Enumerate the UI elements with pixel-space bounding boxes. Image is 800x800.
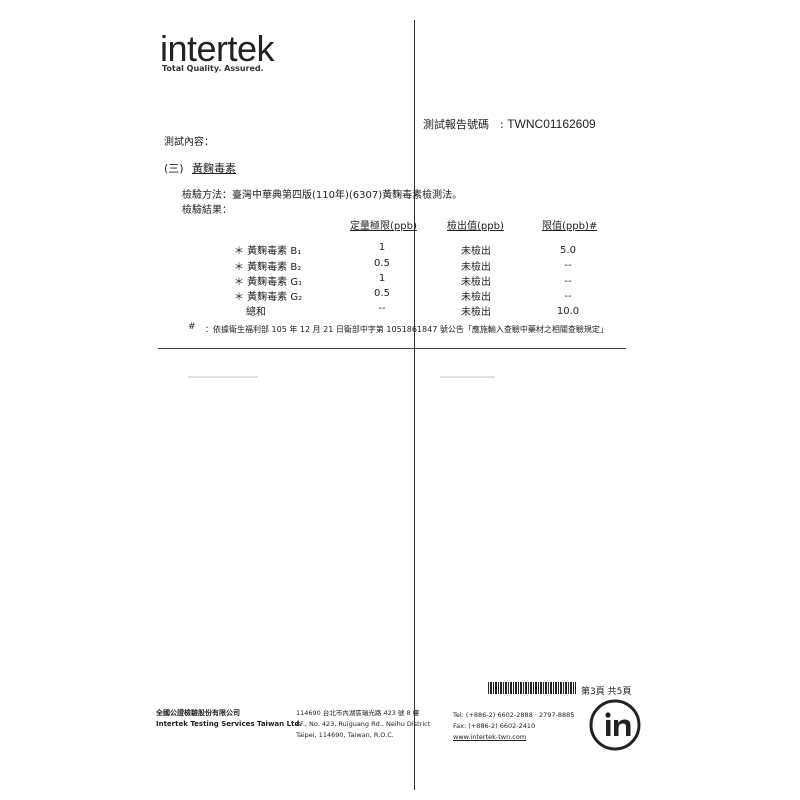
row-detected: 未檢出 xyxy=(461,307,491,318)
scan-smudge xyxy=(440,376,495,378)
test-method: 檢驗方法：臺灣中華典第四版(110年)(6307)黃麴毒素檢測法。 xyxy=(182,190,463,201)
page-number: 第3頁 共5頁 xyxy=(581,687,632,697)
row-name: ＊ 黃麴毒素 B₁ xyxy=(234,246,302,257)
row-detected: 未檢出 xyxy=(461,277,491,288)
section-title: 黃麴毒素 xyxy=(192,162,236,175)
row-name: ＊ 黃麴毒素 G₁ xyxy=(234,277,303,288)
row-loq: 0.5 xyxy=(374,288,390,299)
report-number-label: 測試報告號碼 : xyxy=(423,118,504,131)
row-name: ＊ 黃麴毒素 B₂ xyxy=(234,262,302,273)
test-content-label: 測試內容： xyxy=(164,137,214,148)
report-number: TWNC01162609 xyxy=(507,117,596,131)
brand-tagline: Total Quality. Assured. xyxy=(162,64,264,73)
barcode xyxy=(488,682,576,694)
row-limit: 10.0 xyxy=(556,306,580,317)
row-detected: 未檢出 xyxy=(461,246,491,257)
row-limit: -- xyxy=(564,260,572,271)
row-limit: -- xyxy=(564,291,572,302)
address-en-line1: 8F., No. 423, Ruiguang Rd., Neihu Distri… xyxy=(296,720,431,728)
row-loq: 0.5 xyxy=(374,258,390,269)
footer-contact: Tel: (+886-2) 6602-2888 · 2797-8885 Fax:… xyxy=(453,710,574,743)
section-number: (三) xyxy=(164,162,184,175)
divider xyxy=(158,348,626,349)
intertek-in-icon xyxy=(588,698,642,752)
row-detected: 未檢出 xyxy=(461,262,491,273)
website: www.intertek-twn.com xyxy=(453,733,527,741)
results-label: 檢驗結果： xyxy=(182,205,232,216)
footer-company: 全國公證檢驗股份有限公司 Intertek Testing Services T… xyxy=(156,708,302,730)
header-limit: 限值(ppb)# xyxy=(542,221,598,232)
row-name: ＊ 黃麴毒素 G₂ xyxy=(234,292,303,303)
footnote-mark: # xyxy=(188,322,196,332)
row-loq: -- xyxy=(378,303,386,314)
row-limit: -- xyxy=(564,276,572,287)
report-number-line: 測試報告號碼 : TWNC01162609 xyxy=(423,116,596,132)
fax: Fax: (+886-2) 6602-2410 xyxy=(453,722,536,730)
telephone: Tel: (+886-2) 6602-2888 · 2797-8885 xyxy=(453,711,575,719)
row-loq: 1 xyxy=(378,242,386,253)
company-name-zh: 全國公證檢驗股份有限公司 xyxy=(156,709,240,717)
header-detected: 檢出值(ppb) xyxy=(447,221,504,232)
scan-smudge xyxy=(188,376,258,378)
row-detected: 未檢出 xyxy=(461,292,491,303)
row-limit: 5.0 xyxy=(560,245,576,256)
header-loq: 定量極限(ppb) xyxy=(350,221,417,232)
intertek-logo: intertek xyxy=(160,28,275,69)
company-name-en: Intertek Testing Services Taiwan Ltd. xyxy=(156,720,303,728)
scan-line xyxy=(414,20,415,790)
footnote-text: ：依據衛生福利部 105 年 12 月 21 日衛部中字第 1051861847… xyxy=(205,325,608,334)
address-zh: 114690 台北市內湖區瑞光路 423 號 8 樓 xyxy=(296,709,420,717)
address-en-line2: Taipei, 114690, Taiwan, R.O.C. xyxy=(296,731,394,739)
footer-address: 114690 台北市內湖區瑞光路 423 號 8 樓 8F., No. 423,… xyxy=(296,708,430,741)
row-loq: 1 xyxy=(378,273,386,284)
row-name: 總和 xyxy=(246,307,266,318)
